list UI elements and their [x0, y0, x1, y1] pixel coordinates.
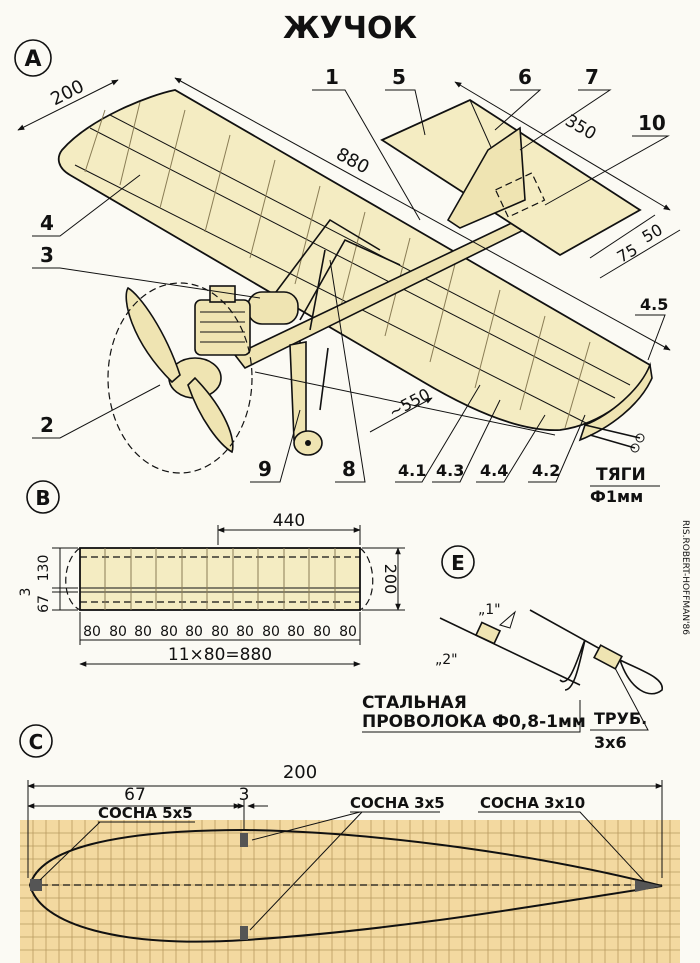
part-4-3-label: 4.3	[436, 461, 464, 480]
dim-c-200: 200	[283, 762, 317, 783]
step-2-label: „2"	[435, 652, 458, 668]
rods-label: ТЯГИ	[596, 465, 646, 485]
part-8-label: 8	[342, 457, 356, 481]
view-b-marker	[26, 480, 60, 514]
part-9-label: 9	[258, 457, 272, 481]
airfoil-grid	[20, 820, 680, 963]
svg-text:C: C	[29, 730, 44, 754]
svg-text:80: 80	[262, 624, 280, 640]
engine	[194, 299, 251, 356]
dim-c-3: 3	[239, 785, 250, 805]
svg-text:80: 80	[134, 624, 152, 640]
part-labels: 1 2 3 4 5 6 7 8 9 10 4.1 4.2 4.3	[32, 65, 670, 483]
svg-text:80: 80	[339, 624, 357, 640]
spar-trailing-edge	[635, 880, 662, 892]
dim-b-total: 11×80=880	[168, 645, 272, 665]
rods-diameter-label: Ф1мм	[590, 487, 643, 506]
part-4-label: 4	[40, 211, 54, 235]
part-1-label: 1	[325, 65, 339, 89]
spar-label-3: СОСНА 3x10	[480, 794, 585, 812]
view-c-marker	[19, 724, 53, 758]
part-4-2-label: 4.2	[532, 461, 560, 480]
drawing-title: ЖУЧОК	[283, 11, 418, 46]
dim-b-130: 130	[36, 555, 52, 582]
wing-planform	[79, 547, 361, 611]
svg-text:80: 80	[211, 624, 229, 640]
spar-label-1: СОСНА 5x5	[98, 804, 193, 822]
dim-tail-chord-2: 50	[639, 220, 666, 247]
dim-b-cells: 80 80 80 80 80 80 80 80 80 80 80	[79, 612, 361, 645]
tube-label-2: 3x6	[594, 733, 627, 752]
tube-1	[474, 621, 502, 645]
wing	[57, 89, 652, 431]
dim-c-67: 67	[124, 785, 146, 805]
tube-label-1: ТРУБ.	[594, 709, 647, 728]
fuel-tank	[247, 291, 299, 325]
dim-b-200: 200	[381, 564, 400, 595]
tube-2	[593, 644, 623, 670]
svg-text:80: 80	[160, 624, 178, 640]
prop-disc	[107, 282, 253, 474]
wire-label-2: ПРОВОЛОКА Ф0,8-1мм	[362, 712, 586, 732]
control-rods	[584, 424, 641, 449]
step-1-label: „1"	[478, 602, 501, 618]
dim-b-440: 440	[273, 511, 305, 531]
view-a-marker	[14, 39, 52, 77]
dim-tail-span: 350	[561, 111, 599, 145]
spar-leading-edge	[30, 879, 42, 891]
propeller	[125, 286, 181, 384]
svg-text:B: B	[35, 486, 50, 510]
svg-text:80: 80	[313, 624, 331, 640]
dim-span: 880	[332, 144, 372, 179]
svg-text:80: 80	[83, 624, 101, 640]
svg-text:E: E	[451, 551, 465, 575]
part-4-4-label: 4.4	[480, 461, 508, 480]
wire-1	[439, 617, 581, 686]
part-3-label: 3	[40, 243, 54, 267]
part-4-1-label: 4.1	[398, 461, 426, 480]
svg-text:80: 80	[109, 624, 127, 640]
wire-label-1: СТАЛЬНАЯ	[362, 693, 467, 713]
view-c: C 200 67 3 СОСНА 5x5 СОСНА 3x5 СОСНА 3x1…	[19, 724, 680, 963]
dim-b-3: 3	[18, 588, 34, 597]
dim-tail-chord-1: 75	[614, 240, 641, 267]
dim-length: ~550	[386, 384, 434, 421]
author-signature: RIS.ROBERT-HOFFMAN'86	[680, 520, 690, 635]
spar-label-2: СОСНА 3x5	[350, 794, 445, 812]
view-e-marker	[441, 545, 475, 579]
view-e: E „1" „2" СТАЛЬНАЯ ПРОВОЛОКА Ф0,8-1мм ТР…	[362, 545, 663, 752]
dim-b-67: 67	[36, 595, 52, 613]
view-b: B 440 130 3 67 200 80 80 80 80	[18, 480, 405, 667]
spar-top	[240, 833, 248, 847]
part-5-label: 5	[392, 65, 406, 89]
svg-text:80: 80	[185, 624, 203, 640]
view-a-letter: A	[24, 47, 41, 72]
part-7-label: 7	[585, 65, 599, 89]
svg-text:80: 80	[236, 624, 254, 640]
spar-bottom	[240, 926, 248, 940]
part-10-label: 10	[638, 111, 666, 135]
part-6-label: 6	[518, 65, 532, 89]
view-a: A	[14, 39, 690, 635]
part-4-5-label: 4.5	[640, 295, 668, 314]
svg-text:80: 80	[287, 624, 305, 640]
part-2-label: 2	[40, 413, 54, 437]
